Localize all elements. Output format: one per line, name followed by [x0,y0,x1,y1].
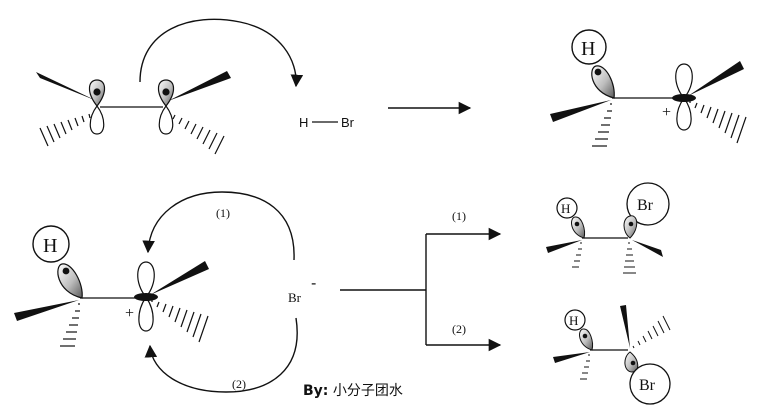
alkene-reactant [36,71,231,155]
plus-charge-lower: + [125,305,134,322]
p1-wedge-left [546,240,582,253]
credit-by: By: [303,383,329,399]
hbr-molecule: H Br [299,115,355,130]
carbocation-top: H + [550,29,747,147]
h-atom-circle-lower [32,225,70,263]
p2-br-label: Br [639,377,656,394]
wedge-bond-left [36,72,97,101]
p1-br-circle [626,182,670,226]
wedge-bond-right [168,71,231,101]
p2-h-lobe [579,328,593,351]
author-credit: By: 小分子团水 [303,380,403,400]
path-2-label-branch: (2) [452,322,466,336]
path-1-label-branch: (1) [452,209,466,223]
bromide-charge: - [311,275,316,292]
product-2: H Br [553,305,671,405]
p1-h-circle [556,197,578,219]
path-1-label-left: (1) [216,206,230,220]
hash-right-lower [151,300,209,343]
hash-right-top [689,101,747,144]
p1-hash-left [572,242,582,268]
carbocation-lower: H + [14,225,209,347]
p1-h-lobe [571,216,585,239]
wedge-right-lower [150,261,209,295]
branch-arrows [340,227,502,352]
credit-author: 小分子团水 [332,383,403,399]
p2-hash-right [632,315,671,349]
curved-arrow-pi-to-h [139,18,304,88]
product-1: H Br [546,182,670,274]
p-orbital-right [157,79,175,135]
curved-arrow-path-2 [144,317,298,393]
empty-p-orbital-lower [137,261,155,298]
wedge-left-lower [14,300,79,321]
p2-hash-left [580,354,590,380]
hash-bond-left [39,112,97,147]
plus-charge-top: + [662,104,671,121]
p2-h-label: H [569,313,578,328]
wedge-left-top [550,100,611,122]
hash-down-lower [60,303,80,347]
p1-h-label: H [561,201,570,216]
p2-wedge-up [620,305,630,348]
empty-p-orbital-top [675,63,693,99]
wedge-right-top [688,61,744,96]
p1-hash-down [623,242,636,274]
p2-br-circle [629,363,671,405]
curved-arrow-path-1 [142,191,295,261]
bromide-label: Br [288,290,302,305]
hbr-h-label: H [299,115,308,130]
hash-bond-right [167,111,225,155]
p-orbital-left [88,79,106,135]
hash-down-top [592,103,612,147]
h-atom-circle-top [571,29,607,65]
p1-wedge-right [632,240,663,257]
hbr-br-label: Br [341,115,355,130]
h-label-top: H [581,38,595,60]
path-2-label-left: (2) [232,377,246,391]
p1-br-label: Br [637,197,654,214]
p1-br-lobe [623,215,638,239]
h-label-lower: H [43,235,57,257]
sigma-lobe-lower [57,263,83,299]
p2-wedge-left [553,352,590,363]
p2-h-circle [564,309,586,331]
